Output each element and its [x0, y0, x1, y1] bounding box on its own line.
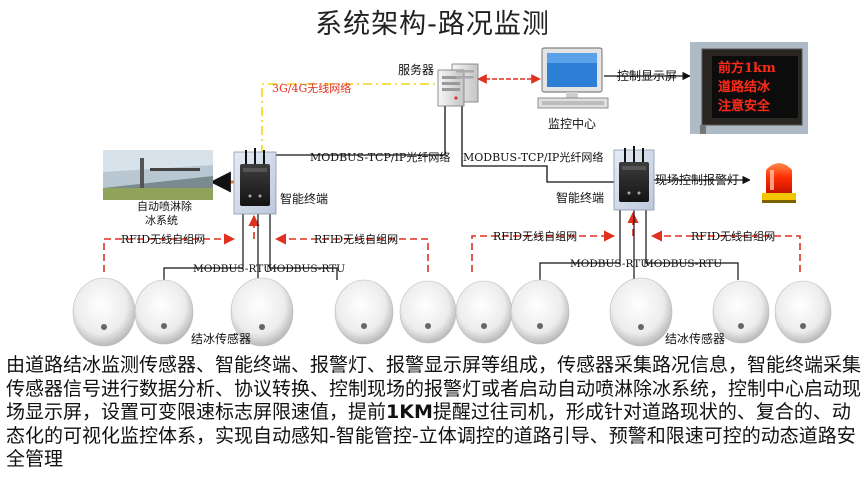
monitor-center-label: 监控中心: [548, 116, 596, 131]
rfid-label-1: RFID无线自组网: [121, 232, 205, 246]
rfid-label-3: RFID无线自组网: [493, 229, 577, 243]
control-screen-label: 控制显示屏: [617, 69, 677, 83]
smart-terminal-right-label: 智能终端: [556, 190, 604, 205]
architecture-diagram: 服务器 监控中心 控制显示屏 前方1km 道路结冰 注意安全 3G/4G无线网络…: [0, 0, 865, 350]
auto-spray-label-1: 自动喷淋除: [137, 199, 192, 213]
ice-sensor-5: [400, 281, 456, 343]
smart-terminal-right: [614, 146, 654, 210]
modbus-rtu-label-4: MODBUS-RTU: [643, 258, 722, 270]
modbus-rtu-label-1: MODBUS-RTU: [193, 263, 272, 275]
server-label: 服务器: [398, 62, 434, 77]
ice-sensor-7: [511, 280, 569, 344]
auto-spray-system-image: [103, 150, 213, 200]
ice-sensor-8: [610, 278, 672, 346]
ice-sensor-10: [775, 281, 831, 343]
monitor-computer-icon: [538, 48, 608, 108]
led-line-2: 道路结冰: [718, 79, 771, 95]
rfid-label-4: RFID无线自组网: [691, 229, 775, 243]
ice-sensor-label-left: 结冰传感器: [191, 331, 251, 346]
modbus-rtu-label-2: MODBUS-RTU: [266, 263, 345, 275]
auto-spray-label-2: 冰系统: [145, 214, 178, 227]
ice-sensor-label-right: 结冰传感器: [665, 331, 725, 346]
wireless-network-label: 3G/4G无线网络: [272, 81, 351, 95]
fiber-label-right: MODBUS-TCP/IP光纤网络: [463, 150, 603, 164]
description-highlight: 1KM: [386, 401, 433, 423]
led-line-1: 前方1km: [718, 60, 776, 76]
led-display-screen: 前方1km 道路结冰 注意安全: [690, 42, 808, 134]
modbus-rtu-label-3: MODBUS-RTU: [570, 258, 649, 270]
led-line-3: 注意安全: [718, 98, 771, 114]
ice-sensor-4: [335, 280, 393, 344]
site-alarm-light-label: 现场控制报警灯: [655, 172, 739, 187]
alarm-lamp-icon: [750, 152, 808, 208]
smart-terminal-left: [234, 148, 276, 214]
ice-sensor-6: [456, 281, 512, 343]
fiber-line-left: [265, 102, 445, 155]
fiber-label-left: MODBUS-TCP/IP光纤网络: [310, 150, 450, 164]
rfid-label-2: RFID无线自组网: [314, 232, 398, 246]
smart-terminal-left-label: 智能终端: [280, 191, 328, 206]
system-description: 由道路结冰监测传感器、智能终端、报警灯、报警显示屏等组成，传感器采集路况信息，智…: [6, 354, 861, 472]
fiber-line-right: [462, 102, 614, 182]
ice-sensor-2: [135, 280, 193, 344]
server-icon: [438, 64, 478, 106]
ice-sensor-1: [73, 278, 135, 346]
